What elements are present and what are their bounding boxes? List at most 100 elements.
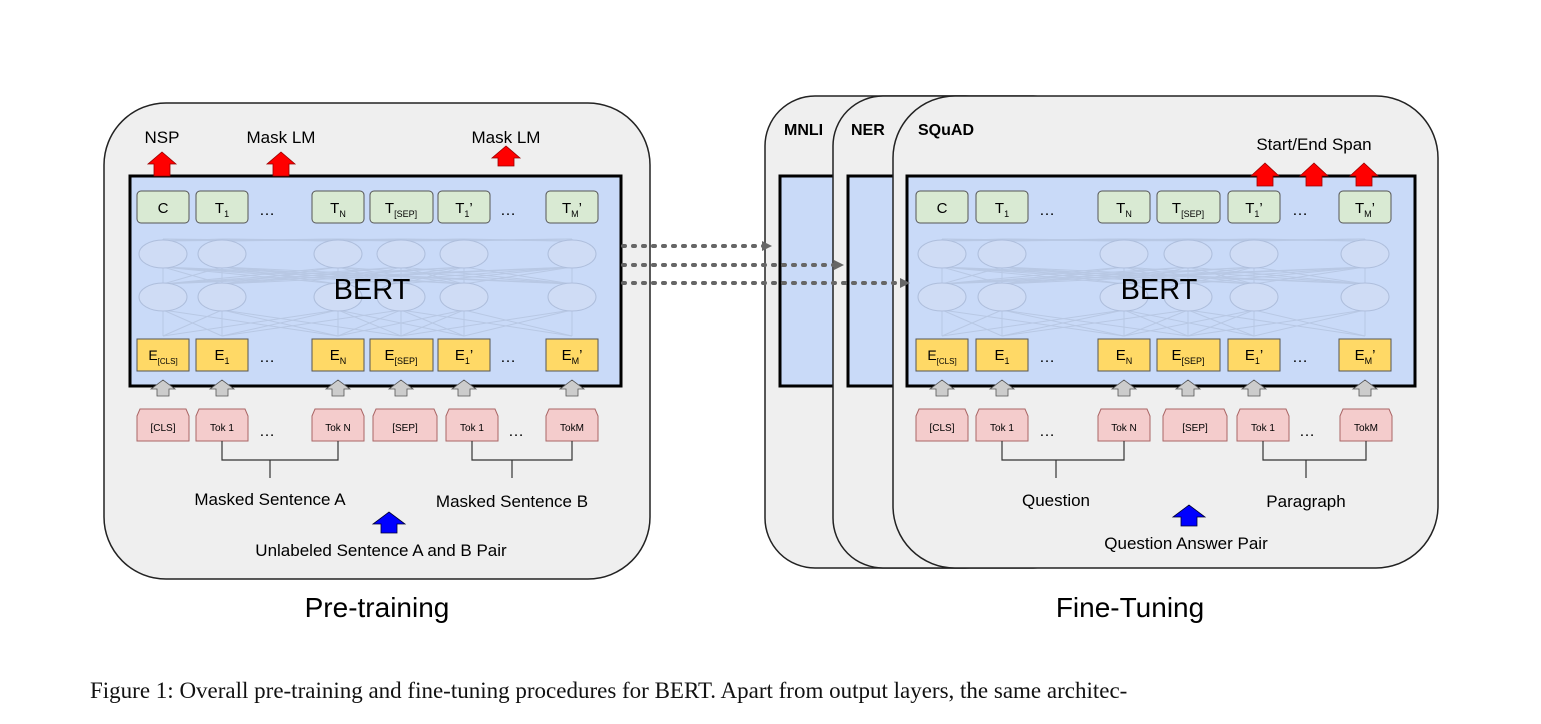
- pt-hidden-connection: [221, 266, 465, 285]
- pt-hidden-neuron: [439, 239, 489, 269]
- ft-emb-sep: [1156, 338, 1221, 372]
- ft-hidden-connection: [1187, 266, 1366, 285]
- ft-hidden-connection: [1187, 309, 1366, 337]
- pt-grey-arrow: [324, 379, 352, 397]
- pt-hidden-neuron: [439, 282, 489, 312]
- pt-tok-1-label: Tok 1: [210, 423, 234, 434]
- finetuning-model-label: BERT: [1121, 274, 1198, 306]
- pt-hidden-connection: [400, 266, 573, 285]
- pt-emb-e1prime-label: E1’: [455, 347, 473, 366]
- pt-hidden-connection: [162, 266, 465, 285]
- pt-hidden-connection: [221, 238, 402, 242]
- pt-hidden-connection: [221, 266, 573, 285]
- ft-hidden-connection: [1187, 266, 1255, 285]
- ft-hidden-connection: [941, 309, 1003, 337]
- pt-hidden-connection: [400, 309, 465, 337]
- pt-hidden-connection: [400, 266, 465, 285]
- ft-emb-e1prime-label: E1’: [1245, 347, 1263, 366]
- pt-hidden-neuron: [197, 282, 247, 312]
- ft-hidden-neuron: [1229, 282, 1279, 312]
- pt-output-t1: [195, 190, 249, 224]
- ft-emb-e1prime: [1227, 338, 1281, 372]
- ft-tok-1: [975, 408, 1029, 442]
- ft-segment-b: Paragraph: [1266, 492, 1345, 511]
- ft-tok-m: [1339, 408, 1393, 442]
- pt-tok-n: [311, 408, 365, 442]
- ft-tok-m-label: TokM: [1354, 423, 1378, 434]
- ft-tok-sep-label: [SEP]: [1182, 423, 1208, 434]
- pt-emb-e1prime: [437, 338, 491, 372]
- pt-output-tsep: [369, 190, 434, 224]
- pretraining-head-masklm-2: Mask LM: [472, 128, 541, 147]
- ft-emb-en: [1097, 338, 1151, 372]
- pt-hidden-neuron: [376, 282, 426, 312]
- ft-hidden-neuron: [917, 282, 967, 312]
- ft-hidden-connection: [1123, 309, 1189, 337]
- pt-output-ellipsis-1: …: [259, 202, 275, 219]
- ft-output-c-label: C: [937, 200, 948, 217]
- pt-hidden-connection: [162, 266, 339, 285]
- ft-emb-cls: [915, 338, 969, 372]
- pt-hidden-neuron: [547, 282, 597, 312]
- ft-grey-arrow: [1351, 379, 1379, 397]
- pretraining-head-nsp: NSP: [145, 128, 180, 147]
- ft-grey-arrow: [1110, 379, 1138, 397]
- pt-bracket-b: [471, 441, 573, 478]
- pt-hidden-neuron: [376, 239, 426, 269]
- ft-hidden-connection: [1123, 309, 1255, 337]
- ft-tok-cls-label: [CLS]: [929, 423, 954, 434]
- ft-hidden-connection: [1253, 238, 1366, 242]
- pt-tok-sep-label: [SEP]: [392, 423, 418, 434]
- ft-hidden-neuron: [1099, 282, 1149, 312]
- ft-hidden-neuron: [1340, 282, 1390, 312]
- ft-hidden-connection: [1123, 266, 1366, 285]
- pt-hidden-connection: [463, 309, 573, 337]
- ft-bracket-a: [1001, 441, 1125, 478]
- pt-hidden-neuron: [313, 239, 363, 269]
- pt-segment-a: Masked Sentence A: [194, 490, 346, 509]
- ft-hidden-connection: [1001, 309, 1125, 337]
- pt-segment-b: Masked Sentence B: [436, 492, 588, 511]
- pretraining-title: Pre-training: [305, 592, 450, 623]
- ft-emb-em: [1338, 338, 1392, 372]
- ft-output-t1prime-label: T1’: [1245, 200, 1263, 219]
- pt-hidden-neuron: [197, 239, 247, 269]
- ft-grey-arrow: [1240, 379, 1268, 397]
- ft-input-label: Question Answer Pair: [1104, 534, 1268, 553]
- pt-tok-ellipsis-1: …: [259, 423, 275, 440]
- ft-output-t1prime: [1227, 190, 1281, 224]
- head-arrow-span-1: [1249, 162, 1281, 187]
- pt-hidden-connection: [337, 309, 402, 337]
- head-arrow-span-3: [1348, 162, 1380, 187]
- pt-hidden-neuron: [138, 282, 188, 312]
- ft-hidden-connection: [1001, 266, 1366, 285]
- ft-output-tn: [1097, 190, 1151, 224]
- ft-hidden-connection: [1001, 266, 1255, 285]
- pt-tok-n-label: Tok N: [325, 423, 351, 434]
- pt-output-t1prime: [437, 190, 491, 224]
- ft-tok-sep: [1162, 408, 1228, 442]
- ft-segment-a: Question: [1022, 491, 1090, 510]
- figure-caption: Figure 1: Overall pre-training and fine-…: [90, 678, 1128, 703]
- ft-emb-ellipsis-1: …: [1039, 349, 1055, 366]
- ft-input-arrow: [1171, 504, 1207, 527]
- pt-emb-sep: [369, 338, 434, 372]
- ft-hidden-neuron: [1099, 239, 1149, 269]
- pt-hidden-connection: [337, 266, 573, 285]
- pt-output-ellipsis-2: …: [500, 202, 516, 219]
- pt-input-arrow: [371, 511, 407, 534]
- pt-tok-1: [195, 408, 249, 442]
- pt-hidden-neuron: [547, 239, 597, 269]
- ft-hidden-neuron: [1163, 282, 1213, 312]
- ft-bracket-b: [1262, 441, 1367, 478]
- pt-tok-m-label: TokM: [560, 423, 584, 434]
- ft-output-tm: [1338, 190, 1392, 224]
- ft-emb-ellipsis-2: …: [1292, 349, 1308, 366]
- pt-grey-arrow: [149, 379, 177, 397]
- pt-tok-cls-label: [CLS]: [150, 423, 175, 434]
- finetuning-title: Fine-Tuning: [1056, 592, 1204, 623]
- ft-tok-1prime: [1236, 408, 1290, 442]
- ft-tok-ellipsis-2: …: [1299, 423, 1315, 440]
- pt-hidden-neuron: [313, 282, 363, 312]
- pt-grey-arrow: [450, 379, 478, 397]
